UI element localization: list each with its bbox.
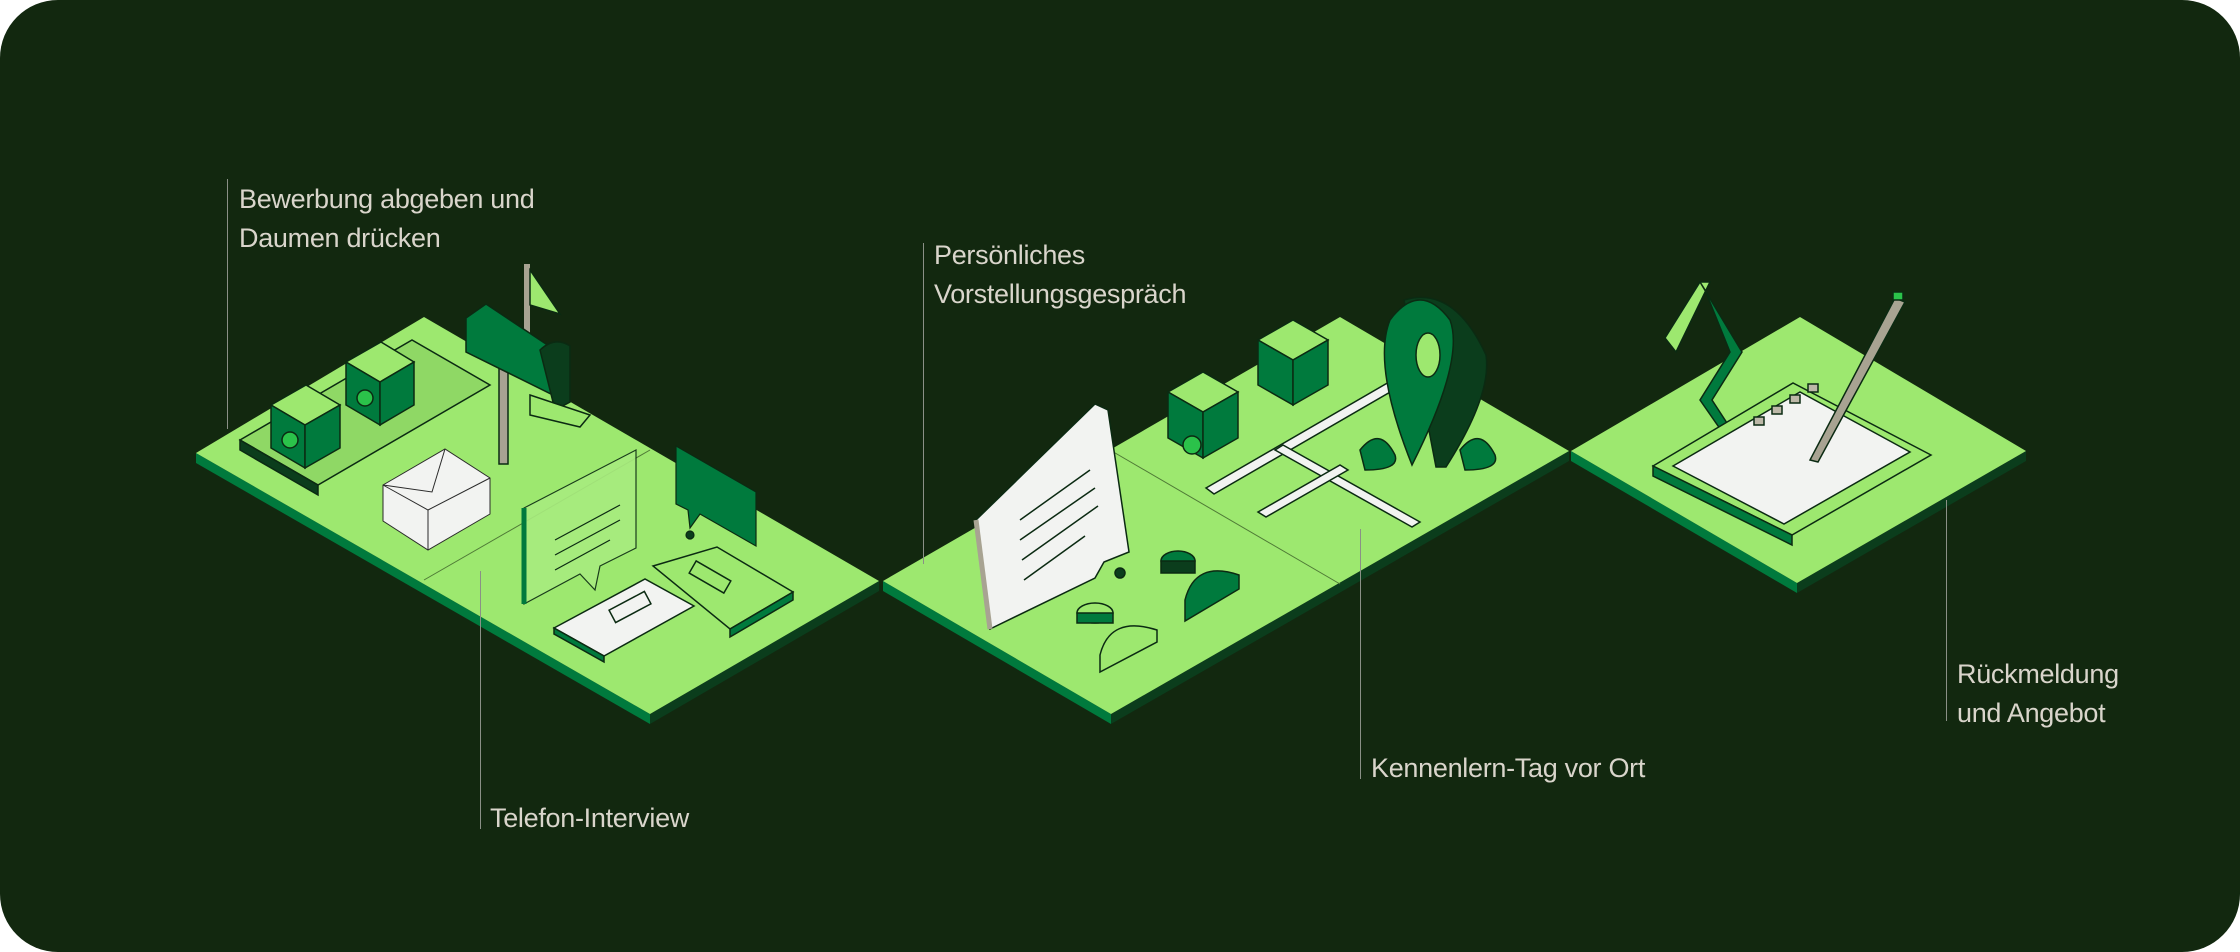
houses-icon bbox=[238, 339, 492, 497]
step-label-phone-interview: Telefon-Interview bbox=[490, 799, 689, 838]
speech-bubble-icon bbox=[521, 449, 637, 606]
label-line: Bewerbung abgeben und bbox=[239, 184, 535, 214]
leader-line bbox=[1360, 529, 1361, 779]
label-line: Telefon-Interview bbox=[490, 803, 689, 833]
mailbox-icon bbox=[465, 264, 592, 465]
leader-line bbox=[480, 571, 481, 829]
step-label-feedback-offer: Rückmeldung und Angebot bbox=[1957, 655, 2119, 733]
step-label-application: Bewerbung abgeben und Daumen drücken bbox=[239, 180, 535, 258]
office-buildings-icon bbox=[1166, 319, 1330, 460]
people-icon bbox=[1076, 550, 1240, 674]
contract-document-icon bbox=[1651, 382, 1933, 547]
label-line: Kennenlern-Tag vor Ort bbox=[1371, 753, 1646, 783]
leader-line bbox=[923, 243, 924, 564]
location-pin-icon bbox=[1359, 296, 1497, 471]
leader-line bbox=[1946, 500, 1947, 721]
pencil-icon bbox=[1808, 291, 1907, 463]
label-line: Rückmeldung bbox=[1957, 659, 2119, 689]
roads-icon bbox=[1204, 377, 1422, 528]
label-line: Daumen drücken bbox=[239, 223, 441, 253]
smartphone-icon bbox=[552, 546, 795, 664]
label-line: Persönliches bbox=[934, 240, 1085, 270]
envelope-stack-icon bbox=[382, 448, 491, 551]
presentation-board-icon bbox=[973, 403, 1130, 631]
label-line: und Angebot bbox=[1957, 698, 2106, 728]
step-label-onsite-day: Kennenlern-Tag vor Ort bbox=[1371, 749, 1645, 788]
label-line: Vorstellungsgespräch bbox=[934, 279, 1187, 309]
leader-line bbox=[227, 179, 228, 429]
step-label-interview: Persönliches Vorstellungsgespräch bbox=[934, 236, 1186, 314]
